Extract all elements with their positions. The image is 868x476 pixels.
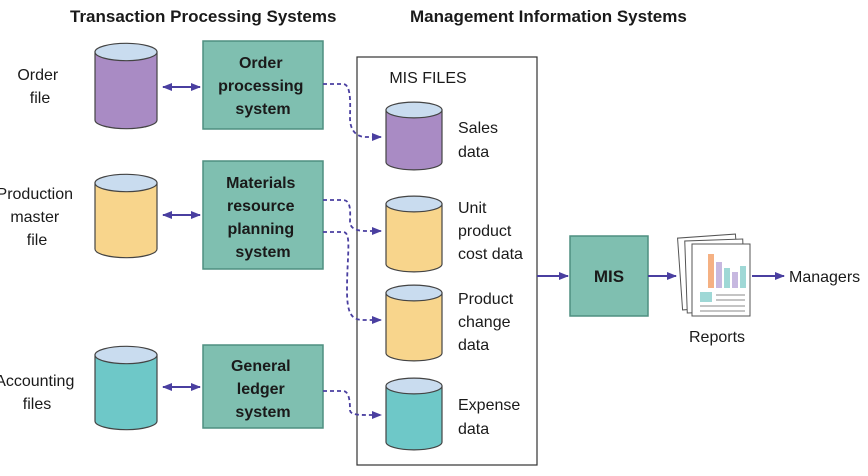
cylinder-body [94,182,158,259]
cylinder-body [94,51,158,130]
cylinder-top [94,345,158,365]
cylinder-body [385,292,443,362]
production-master-file-cylinder [94,173,158,259]
product-change-data-label: Product change data [458,291,518,354]
order-processing-system-box [202,40,324,130]
accounting-files-cylinder [94,345,158,431]
materials-resource-planning-system-box [202,160,324,270]
production-master-file-label: Production master file [0,186,77,249]
order-to-sales-connector [323,83,382,141]
order-file-label: Order file [17,67,62,107]
mis-box-label: MIS [594,267,624,286]
expense-data-label: Expense data [458,397,525,438]
tps-heading: Transaction Processing Systems [70,7,336,26]
accounting-files-label: Accounting files [0,373,79,413]
cylinder-top [94,42,158,62]
reports-icon [677,233,751,317]
cylinder-body [385,385,443,451]
mis-files-title: MIS FILES [389,70,466,87]
mrp-to-unit-cost-connector [323,199,382,235]
expense-data-cylinder [385,377,443,451]
ledger-to-expense-connector [323,390,382,419]
sales-data-label: Sales data [458,120,502,161]
unit-product-cost-data-label: Unit product cost data [458,200,523,263]
general-ledger-system-box [202,344,324,429]
cylinder-body [94,354,158,431]
mrp-to-product-change-connector [323,231,382,324]
mis-box [569,235,649,317]
mis-heading: Management Information Systems [410,7,687,26]
sales-data-cylinder [385,101,443,171]
cylinder-top [385,377,443,395]
order-file-cylinder [94,42,158,130]
cylinder-top [94,173,158,193]
cylinder-top [385,284,443,302]
product-change-data-cylinder [385,284,443,362]
cylinder-body [385,203,443,273]
unit-product-cost-data-cylinder [385,195,443,273]
materials-resource-planning-system-label: Materials resource planning system [226,175,300,261]
cylinder-body [385,109,443,171]
order-processing-system-label: Order processing system [218,55,308,118]
reports-label: Reports [689,329,745,346]
managers-label: Managers [789,269,860,286]
cylinder-top [385,195,443,213]
general-ledger-system-label: General ledger system [231,358,295,421]
cylinder-top [385,101,443,119]
